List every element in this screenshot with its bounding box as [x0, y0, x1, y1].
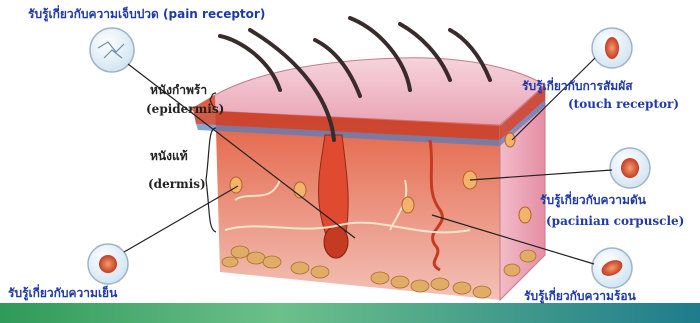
pressure-receptor-english-label: (pacinian corpuscle)	[546, 215, 684, 229]
dermis-english-label: (dermis)	[148, 178, 206, 192]
heat-receptor-label: รับรู้เกี่ยวกับความร้อน	[524, 290, 636, 304]
heat-receptor-bubble	[592, 248, 632, 288]
touch-receptor-english-label: (touch receptor)	[568, 98, 679, 112]
dermis-thai-label: หนังแท้	[150, 150, 188, 164]
pressure-receptor-thai-label: รับรู้เกี่ยวกับความดัน	[540, 194, 646, 208]
epidermis-thai-label: หนังกำพร้า	[150, 84, 207, 98]
cold-receptor-label: รับรู้เกี่ยวกับความเย็น	[8, 287, 117, 301]
bottom-color-band	[0, 303, 700, 323]
touch-receptor-thai-label: รับรู้เกี่ยวกับการสัมผัส	[522, 80, 633, 94]
epidermis-english-label: (epidermis)	[146, 103, 224, 117]
cold-receptor-bubble	[88, 244, 128, 284]
pain-receptor-label: รับรู้เกี่ยวกับความเจ็บปวด (pain recepto…	[28, 8, 265, 22]
pacinian-receptor-bubble	[610, 148, 650, 188]
touch-receptor-bubble	[592, 28, 632, 68]
pain-receptor-bubble	[90, 28, 134, 72]
